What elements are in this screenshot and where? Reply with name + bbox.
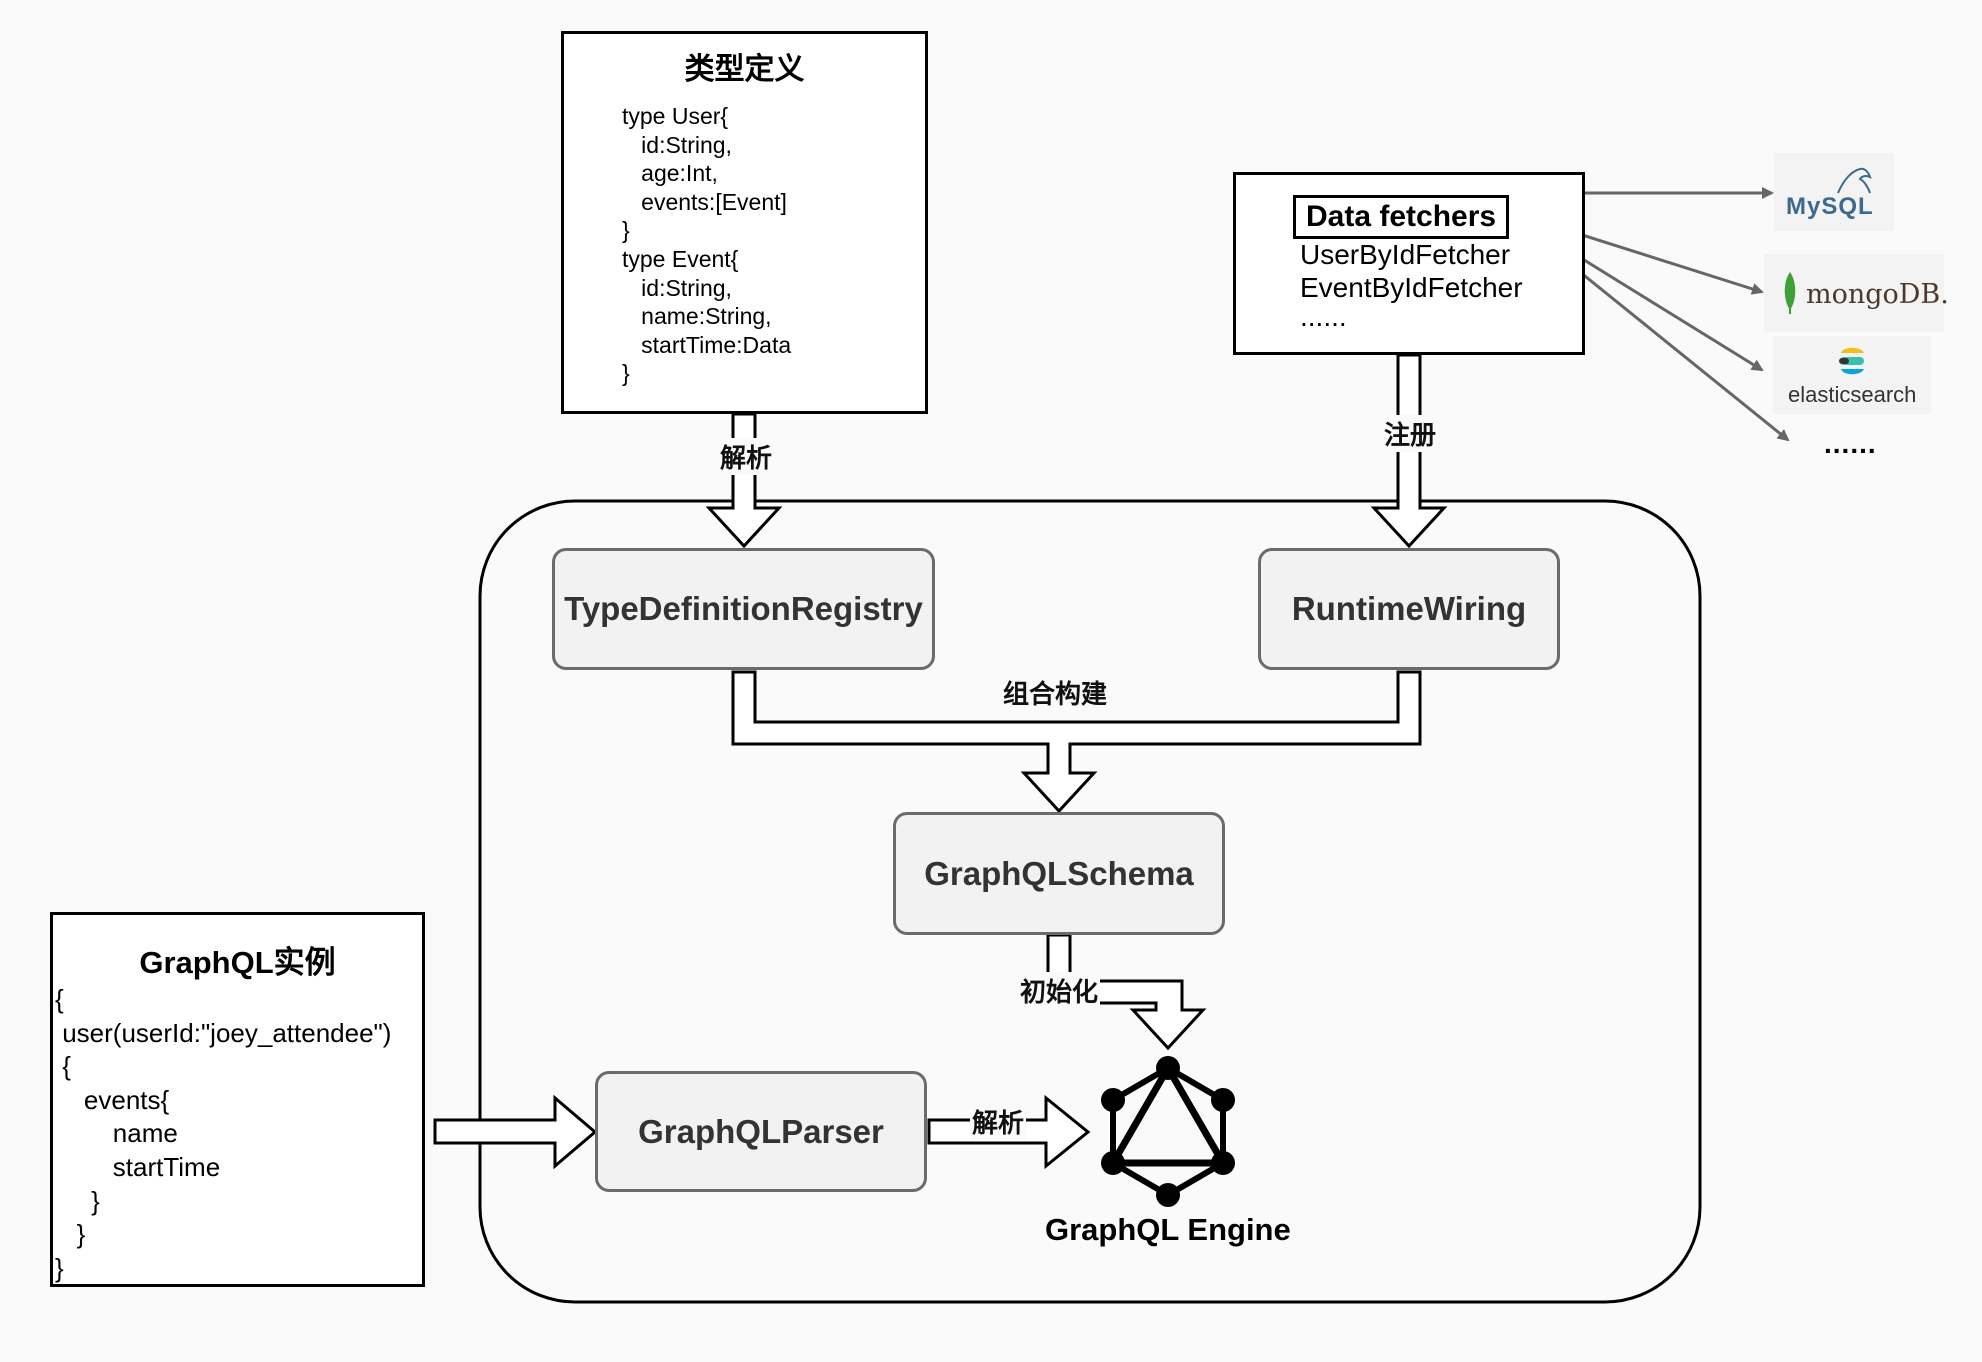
parse-arrow-top	[705, 412, 783, 549]
mysql-dolphin-icon	[1837, 167, 1872, 194]
mongodb-label: mongoDB.	[1806, 279, 1949, 310]
graphql-engine-label: GraphQL Engine	[1045, 1212, 1291, 1247]
graphql-schema: GraphQLSchema	[893, 812, 1225, 935]
fetcher-user-by-id: UserByIdFetcher	[1300, 239, 1511, 270]
elasticsearch-icon	[1839, 347, 1864, 375]
label-initialize: 初始化	[1018, 972, 1101, 1009]
graphql-logo-icon	[1101, 1056, 1235, 1207]
elasticsearch-logo: elasticsearch	[1773, 336, 1931, 414]
type-definition-code: type User{ id:String, age:Int, events:[E…	[622, 103, 792, 387]
instance-to-parser-arrow	[433, 1094, 598, 1170]
type-definition-registry: TypeDefinitionRegistry	[552, 548, 935, 670]
more-datasources: ......	[1824, 428, 1877, 459]
label-parse-top: 解析	[718, 438, 775, 475]
runtime-wiring: RuntimeWiring	[1258, 548, 1560, 670]
mongodb-logo: mongoDB.	[1764, 254, 1949, 332]
data-fetchers-title: Data fetchers	[1293, 195, 1510, 239]
label-register: 注册	[1382, 415, 1439, 452]
graphql-instance-box: GraphQL实例 { user(userId:"joey_attendee")…	[50, 912, 425, 1287]
combine-build-arrow	[731, 670, 1422, 814]
graphql-instance-code: { user(userId:"joey_attendee") { events{…	[55, 984, 392, 1283]
data-fetchers-box: Data fetchers UserByIdFetcher EventByIdF…	[1233, 172, 1585, 355]
fetcher-more: ......	[1300, 301, 1347, 332]
label-parse-bottom: 解析	[970, 1103, 1027, 1140]
type-definition-box: 类型定义 type User{ id:String, age:Int, even…	[561, 31, 928, 414]
label-combine-build: 组合构建	[1003, 679, 1108, 709]
graphql-parser: GraphQLParser	[595, 1071, 927, 1192]
elasticsearch-label: elasticsearch	[1788, 382, 1917, 407]
mongodb-leaf-icon	[1784, 272, 1796, 314]
graphql-instance-title: GraphQL实例	[139, 945, 336, 980]
mysql-label: MySQL	[1786, 193, 1874, 220]
type-definition-title: 类型定义	[684, 53, 805, 86]
mysql-logo: MySQL	[1774, 153, 1894, 231]
fetcher-event-by-id: EventByIdFetcher	[1300, 272, 1523, 303]
